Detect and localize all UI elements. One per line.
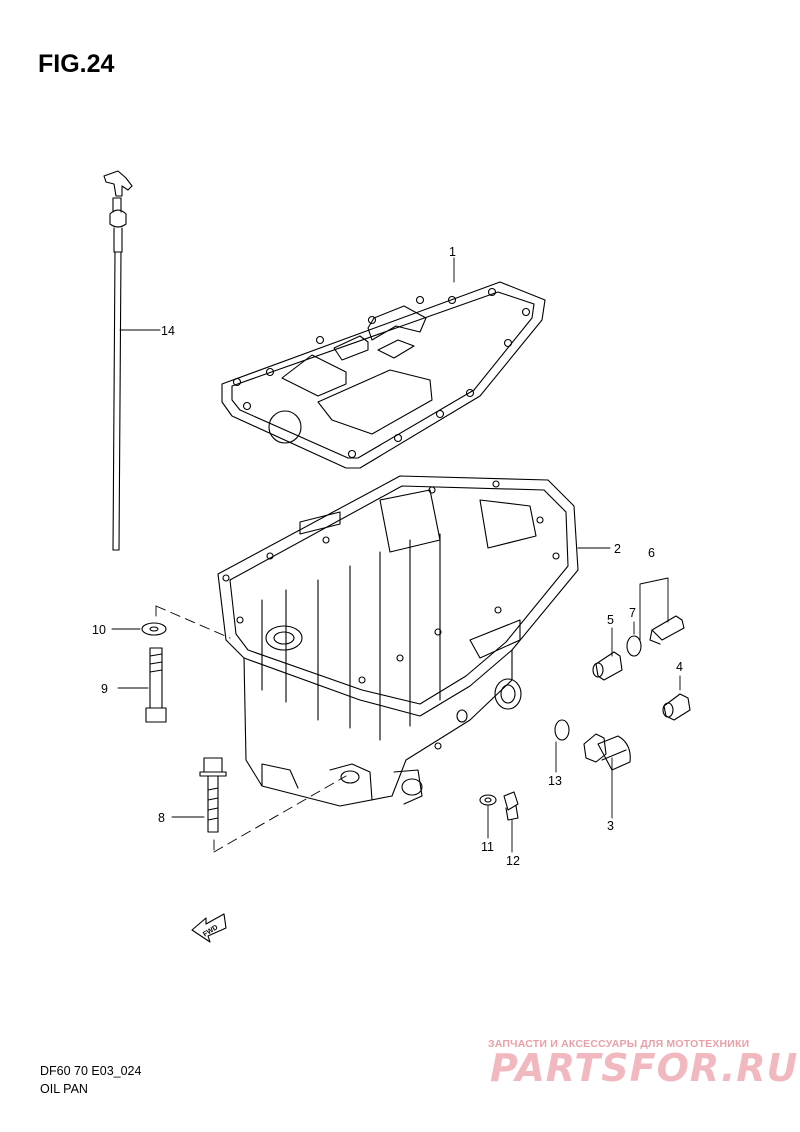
callout-8: 8: [158, 811, 165, 825]
callout-10: 10: [92, 623, 106, 637]
washer-part-11: [479, 794, 497, 806]
watermark-tagline: ЗАПЧАСТИ И АКСЕССУАРЫ ДЛЯ МОТОТЕХНИКИ: [488, 1038, 750, 1050]
callout-6: 6: [648, 546, 655, 560]
callout-11: 11: [481, 840, 494, 854]
callout-14: 14: [161, 324, 175, 338]
callout-9: 9: [101, 682, 108, 696]
valve-part-6: [649, 615, 685, 645]
washer-part-10: [141, 622, 167, 636]
fwd-direction-arrow: [191, 913, 227, 943]
callout-3: 3: [607, 819, 614, 833]
callout-1: 1: [449, 245, 456, 259]
callout-7: 7: [629, 606, 636, 620]
o-ring-part-13: [554, 719, 570, 741]
gasket-part-1: [221, 281, 546, 469]
dipstick-part-14: [103, 170, 133, 551]
diagram-code: DF60 70 E03_024: [40, 1064, 142, 1078]
oil-pan-part-2: [217, 475, 579, 807]
o-ring-part-7: [626, 635, 642, 657]
callout-4: 4: [676, 660, 683, 674]
callout-12: 12: [506, 854, 520, 868]
callout-5: 5: [607, 613, 614, 627]
diagram-name: OIL PAN: [40, 1082, 88, 1096]
callout-2: 2: [614, 542, 621, 556]
plug-part-4: [662, 693, 691, 721]
bolt-part-12: [503, 791, 519, 821]
fitting-part-5: [592, 651, 623, 681]
drain-plug-part-3: [583, 733, 631, 771]
figure-title: FIG.24: [38, 50, 115, 78]
bolt-part-8: [199, 757, 227, 833]
callout-13: 13: [548, 774, 562, 788]
watermark-logo: PARTSFOR.RU: [490, 1046, 799, 1090]
bolt-part-9: [145, 647, 167, 723]
